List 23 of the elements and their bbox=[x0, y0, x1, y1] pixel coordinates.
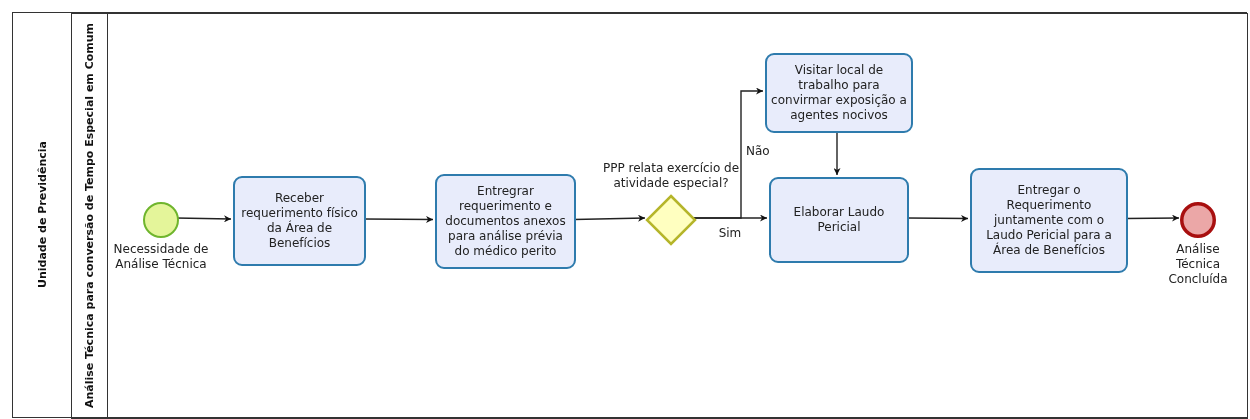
task-box bbox=[765, 53, 913, 133]
task-label: Receber requerimento físico da Área de Benefícios bbox=[240, 191, 359, 251]
task-label: Entregar o Requerimento juntamente com o Laudo Pericial para a Área de Benefícios bbox=[985, 183, 1113, 258]
task-box bbox=[970, 168, 1128, 273]
task-label: Elaborar Laudo Pericial bbox=[792, 205, 886, 235]
task-label: Entregrar requerimento e documentos anexos para análise prévia do médico perito bbox=[444, 184, 567, 259]
arrow bbox=[573, 214, 646, 222]
arrow bbox=[363, 215, 434, 223]
edge-label: Não bbox=[745, 143, 771, 158]
lane-title: Análise Técnica para conversão de Tempo Especial em Comum bbox=[83, 22, 96, 409]
task-box bbox=[233, 176, 366, 266]
gateway-label: PPP relata exercício de atividade especial? bbox=[601, 161, 741, 191]
event-label: Necessidade de Análise Técnica bbox=[112, 242, 210, 272]
task-box bbox=[769, 177, 909, 263]
arrow bbox=[1125, 214, 1180, 222]
task-label: Visitar local de trabalho para convirmar exposição a agentes nocivos bbox=[770, 63, 908, 123]
arrow bbox=[833, 130, 841, 176]
pool-title: Unidade de Previdência bbox=[35, 141, 49, 288]
event-label: Análise Técnica Concluída bbox=[1167, 242, 1229, 287]
task-box bbox=[435, 174, 576, 269]
arrow bbox=[906, 214, 969, 222]
arrow bbox=[692, 87, 764, 219]
edge-label: Sim bbox=[717, 226, 743, 240]
